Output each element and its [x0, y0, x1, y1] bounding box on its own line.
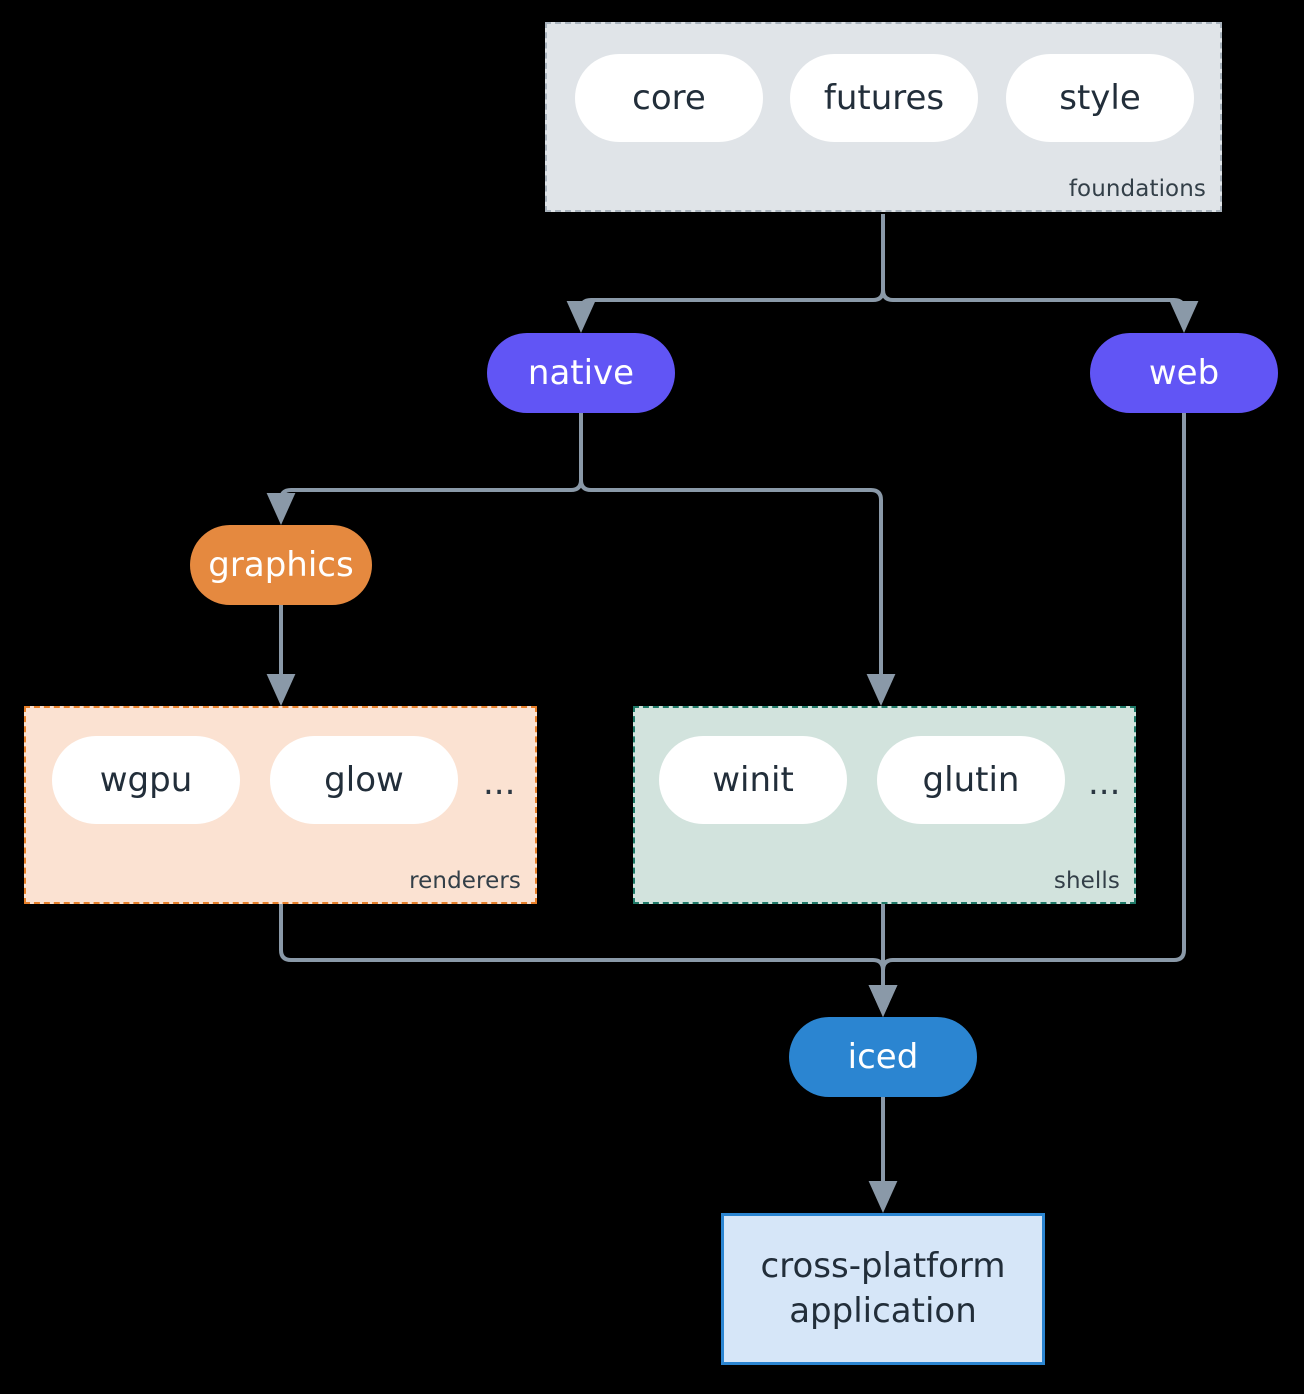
group-foundations-label: foundations: [1068, 176, 1206, 202]
pill-glutin[interactable]: glutin: [877, 736, 1065, 824]
pill-winit[interactable]: winit: [659, 736, 847, 824]
pill-winit-label: winit: [712, 760, 794, 800]
renderers-more-ellipsis: ...: [483, 763, 516, 803]
pill-wgpu-label: wgpu: [99, 760, 193, 800]
group-shells-label: shells: [1053, 868, 1120, 894]
group-renderers: wgpu glow ... renderers: [24, 706, 537, 904]
node-graphics[interactable]: graphics: [190, 525, 372, 605]
node-web[interactable]: web: [1090, 333, 1278, 413]
pill-wgpu[interactable]: wgpu: [52, 736, 240, 824]
pill-style[interactable]: style: [1006, 54, 1194, 142]
pill-core-label: core: [632, 78, 706, 118]
group-shells: winit glutin ... shells: [633, 706, 1136, 904]
pill-futures-label: futures: [823, 78, 945, 118]
edge-renderers-iced: [279, 904, 898, 1017]
node-graphics-label: graphics: [208, 545, 354, 585]
edge-foundations-web: [881, 214, 1199, 333]
application-label-line1: cross-platform: [760, 1246, 1006, 1287]
shells-more-ellipsis: ...: [1088, 763, 1121, 803]
pill-glutin-label: glutin: [922, 760, 1020, 800]
pill-glow-label: glow: [324, 760, 404, 800]
node-iced-label: iced: [847, 1037, 919, 1077]
edge-native-graphics: [266, 413, 583, 525]
application-label-line2: application: [789, 1291, 977, 1331]
node-iced[interactable]: iced: [789, 1017, 977, 1097]
node-web-label: web: [1148, 353, 1220, 393]
node-native-label: native: [527, 353, 635, 393]
node-native[interactable]: native: [487, 333, 675, 413]
pill-style-label: style: [1059, 78, 1141, 118]
pill-core[interactable]: core: [575, 54, 763, 142]
group-foundations: core futures style foundations: [545, 22, 1222, 212]
group-renderers-label: renderers: [409, 868, 521, 894]
edge-foundations-native: [566, 214, 885, 333]
edge-native-shells: [579, 413, 896, 706]
pill-futures[interactable]: futures: [790, 54, 978, 142]
pill-glow[interactable]: glow: [270, 736, 458, 824]
node-cross-platform-application[interactable]: cross-platform application: [721, 1213, 1045, 1365]
